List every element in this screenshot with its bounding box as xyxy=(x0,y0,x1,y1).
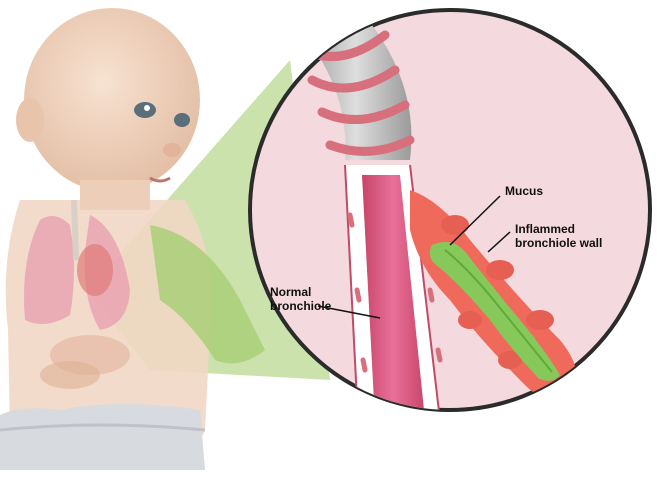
inflamed-wall-label-line2: bronchiole wall xyxy=(515,236,602,250)
mucus-label: Mucus xyxy=(505,184,543,198)
inflamed-wall-label-line1: Inflammed xyxy=(515,222,575,236)
normal-bronchiole-label-line1: Normal xyxy=(270,285,311,299)
normal-bronchiole-label-line2: bronchiole xyxy=(270,299,331,313)
